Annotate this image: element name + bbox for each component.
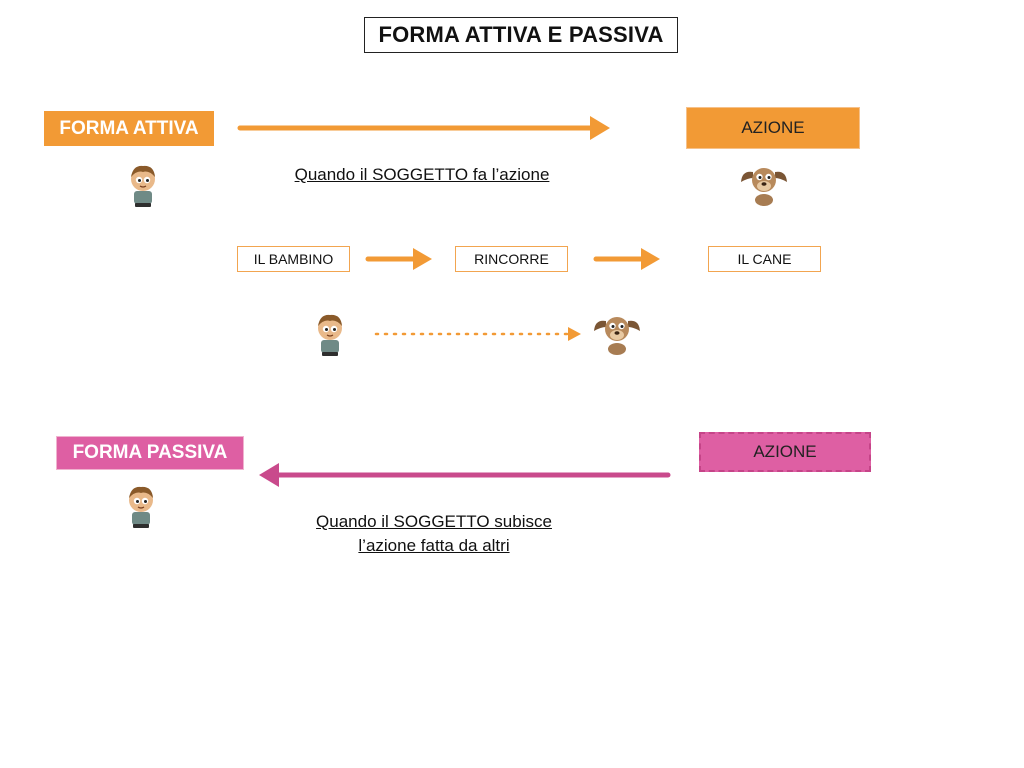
active-caption: Quando il SOGGETTO fa l’azione	[294, 165, 550, 184]
example-object-box: IL CANE	[708, 246, 821, 272]
example-subject-box: IL BAMBINO	[237, 246, 350, 272]
passive-caption-line1: Quando il SOGGETTO subisce	[316, 512, 552, 531]
dog-cartoon-icon	[594, 317, 640, 355]
forma-attiva-label: FORMA ATTIVA	[44, 111, 214, 146]
boy-cartoon-icon	[318, 314, 342, 356]
boy-cartoon-icon	[131, 165, 155, 207]
azione-attiva-box: AZIONE	[687, 108, 859, 148]
example-verb-box: RINCORRE	[455, 246, 568, 272]
example-arrow-2	[593, 248, 660, 270]
page-title: FORMA ATTIVA E PASSIVA	[364, 17, 678, 53]
azione-passiva-box: AZIONE	[699, 432, 871, 472]
passive-main-arrow	[259, 463, 671, 487]
passive-caption-line2: l’azione fatta da altri	[358, 536, 510, 555]
dotted-arrow	[374, 327, 581, 341]
passive-caption: Quando il SOGGETTO subisce l’azione fatt…	[274, 510, 594, 558]
boy-cartoon-icon	[129, 486, 153, 528]
example-arrow-1	[365, 248, 432, 270]
dog-cartoon-icon	[741, 168, 787, 206]
forma-passiva-label: FORMA PASSIVA	[56, 436, 244, 470]
active-main-arrow	[237, 116, 610, 140]
